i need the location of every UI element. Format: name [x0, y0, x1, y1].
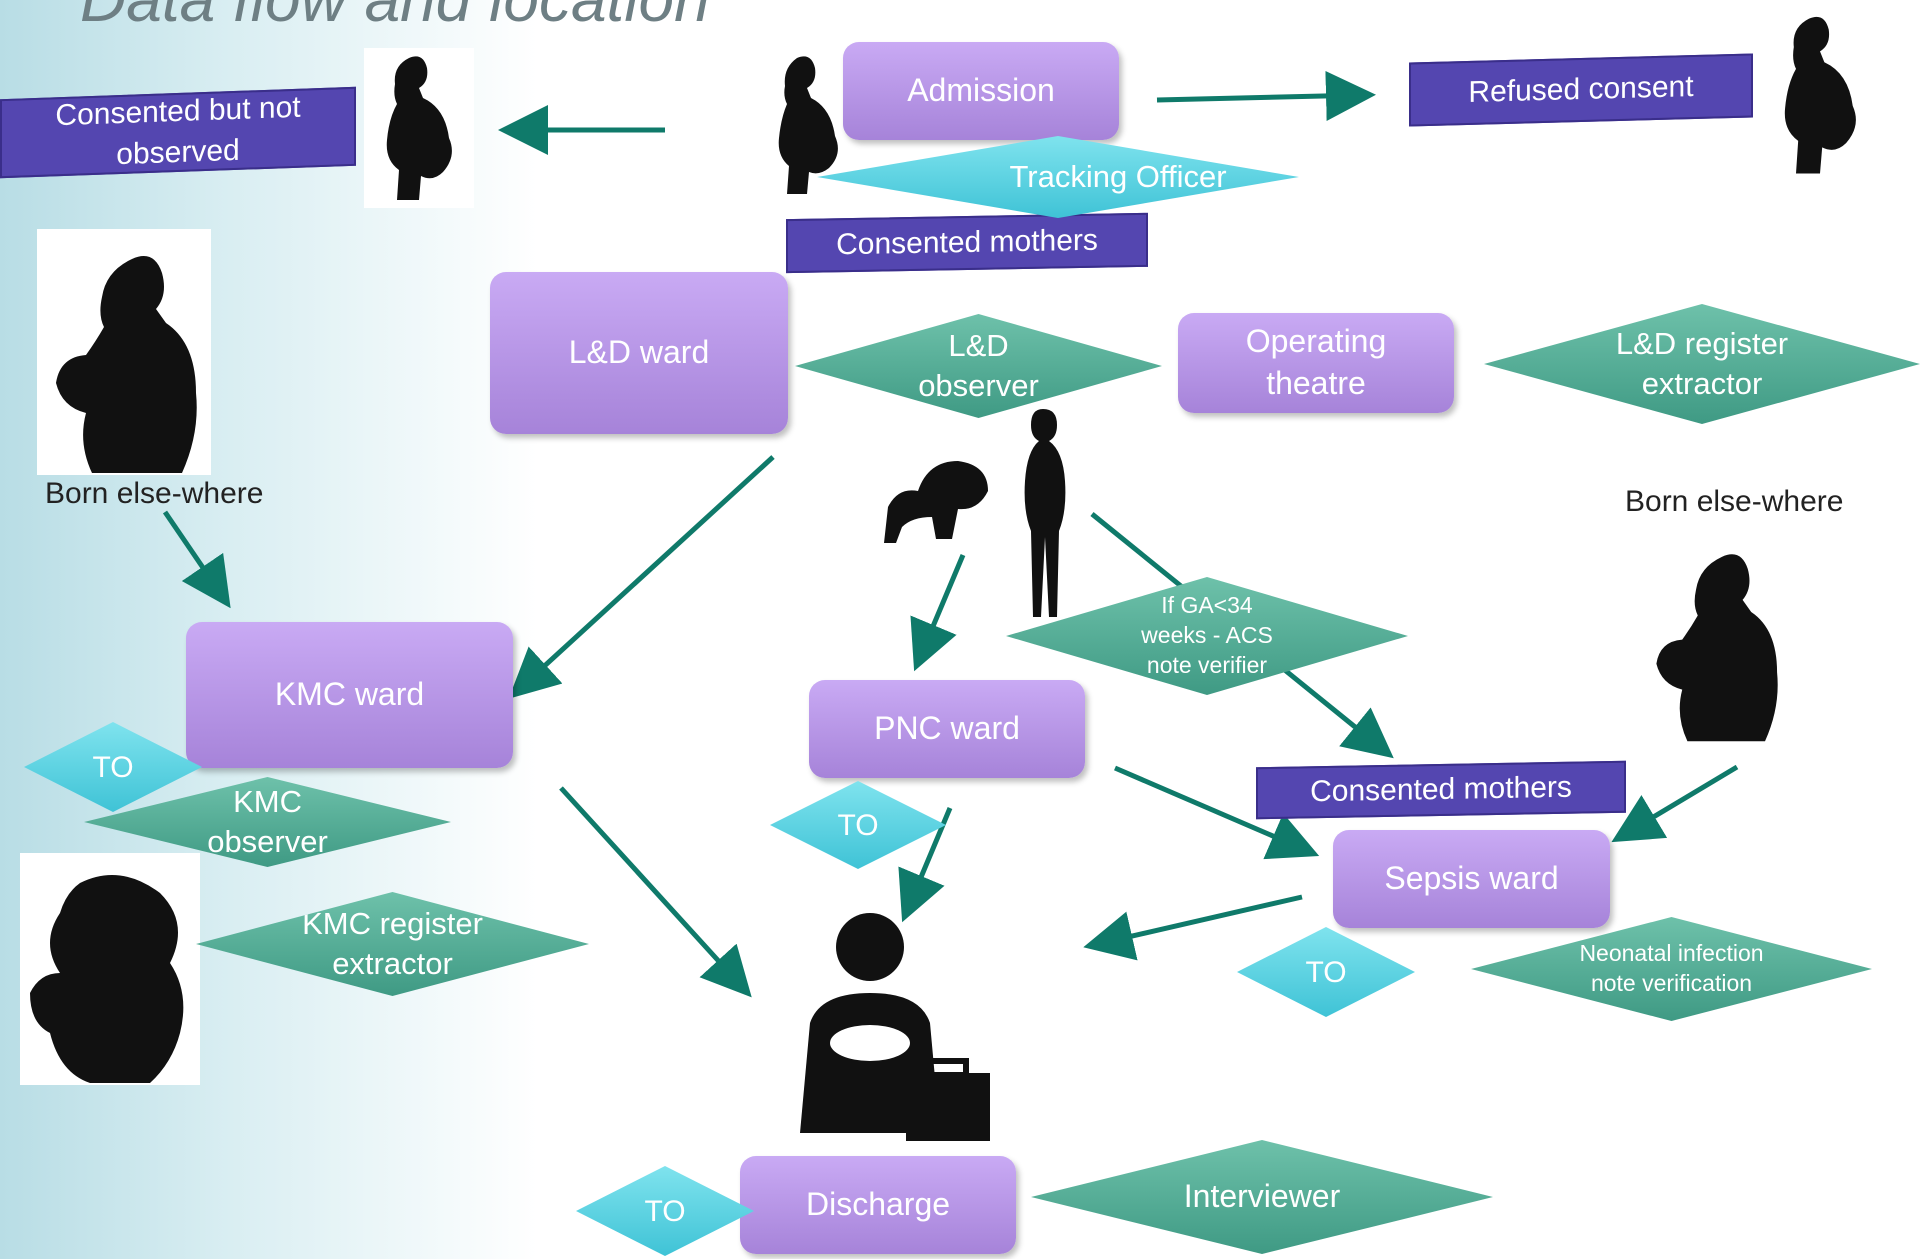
pregnant-woman-icon [1784, 16, 1856, 174]
consented-mothers-mid-banner: Consented mothers [1256, 760, 1626, 820]
kmc-ward-box[interactable]: KMC ward [186, 622, 513, 768]
ld-ward-box[interactable]: L&D ward [490, 272, 788, 434]
arrow-kmc-to-discharge [559, 786, 752, 998]
arrow-pnc-to-sepsis [1114, 765, 1320, 860]
consented-mothers-top-banner: Consented mothers [786, 212, 1148, 274]
mother-holding-baby-icon [37, 229, 211, 475]
baby-held-up-icon [884, 461, 988, 543]
refused-consent-banner: Refused consent [1409, 53, 1753, 127]
arrow-right-born-to-sepsis [1611, 764, 1739, 843]
arrow-sepsis-to-discharge [1083, 894, 1303, 961]
pregnant-woman-icon [778, 56, 838, 195]
born-elsewhere-left-label: Born else-where [45, 477, 264, 510]
mother-kissing-baby-icon [20, 853, 200, 1085]
operating-theatre-box[interactable]: Operating theatre [1178, 313, 1454, 413]
arrow-birth-to-pnc [910, 554, 966, 672]
page-title: Data flow and location [80, 0, 710, 36]
arrow-ld-to-kmc [508, 455, 775, 699]
consented-not-observed-banner: Consented but not observed [0, 86, 356, 179]
discharge-box[interactable]: Discharge [740, 1156, 1016, 1254]
pregnant-woman-icon [364, 48, 474, 208]
arrow-born-elsewhere-to-kmc [162, 510, 231, 609]
pnc-ward-box[interactable]: PNC ward [809, 680, 1085, 778]
sepsis-ward-box[interactable]: Sepsis ward [1333, 830, 1610, 928]
mother-holding-baby-icon [1656, 554, 1778, 742]
standing-woman-icon [1024, 409, 1066, 617]
born-elsewhere-right-label: Born else-where [1625, 485, 1844, 518]
admission-box[interactable]: Admission [843, 42, 1119, 140]
arrow-admission-to-refused [1156, 70, 1376, 121]
mother-with-baby-and-bag-icon [800, 913, 990, 1141]
